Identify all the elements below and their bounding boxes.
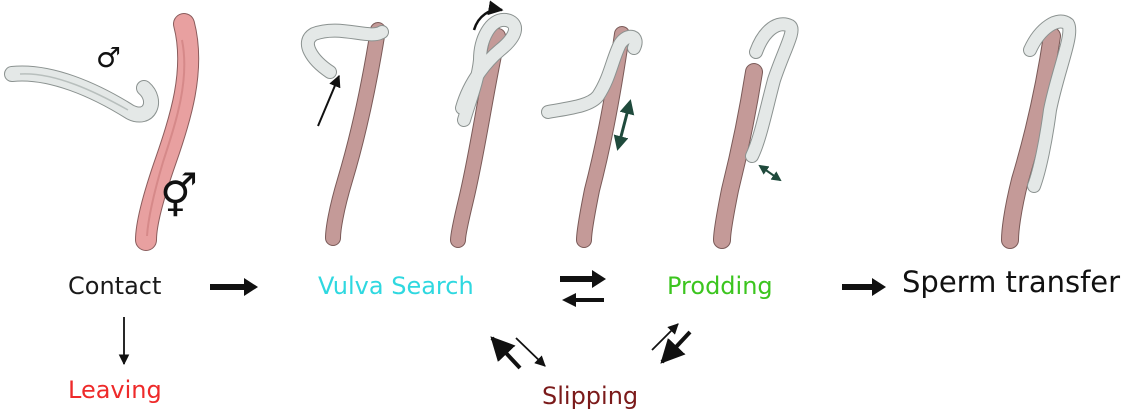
label-vulva-search: Vulva Search [318, 274, 474, 298]
label-contact: Contact [68, 274, 161, 298]
label-sperm-transfer: Sperm transfer [902, 268, 1120, 297]
arrow-prodding-to-sperm-transfer [842, 278, 886, 296]
panel-sperm-transfer [1010, 22, 1069, 240]
label-prodding: Prodding [667, 274, 773, 298]
panel-vulva-search-1 [308, 30, 382, 238]
arrow-slipping-to-search [492, 338, 520, 368]
hermaphrodite-symbol: ⚥ [160, 176, 198, 218]
arrow-search-to-prodding [560, 270, 606, 288]
arrow-prodding-to-search [562, 293, 604, 307]
movement-arrow [318, 76, 339, 126]
panel-prodding-2 [722, 24, 792, 240]
male-worm [12, 73, 151, 114]
prodding-small-arrow [760, 166, 780, 180]
arrow-search-to-slipping [516, 338, 545, 366]
male-symbol: ♂ [96, 44, 121, 72]
arrow-slipping-to-prodding [652, 324, 678, 350]
arrow-contact-to-search [210, 278, 258, 296]
prodding-double-arrow [618, 102, 630, 148]
hermaphrodite-worm [333, 30, 378, 238]
panel-prodding-1 [548, 34, 636, 240]
panel-vulva-search-2 [458, 10, 515, 240]
label-leaving: Leaving [68, 378, 162, 402]
label-slipping: Slipping [542, 384, 638, 408]
